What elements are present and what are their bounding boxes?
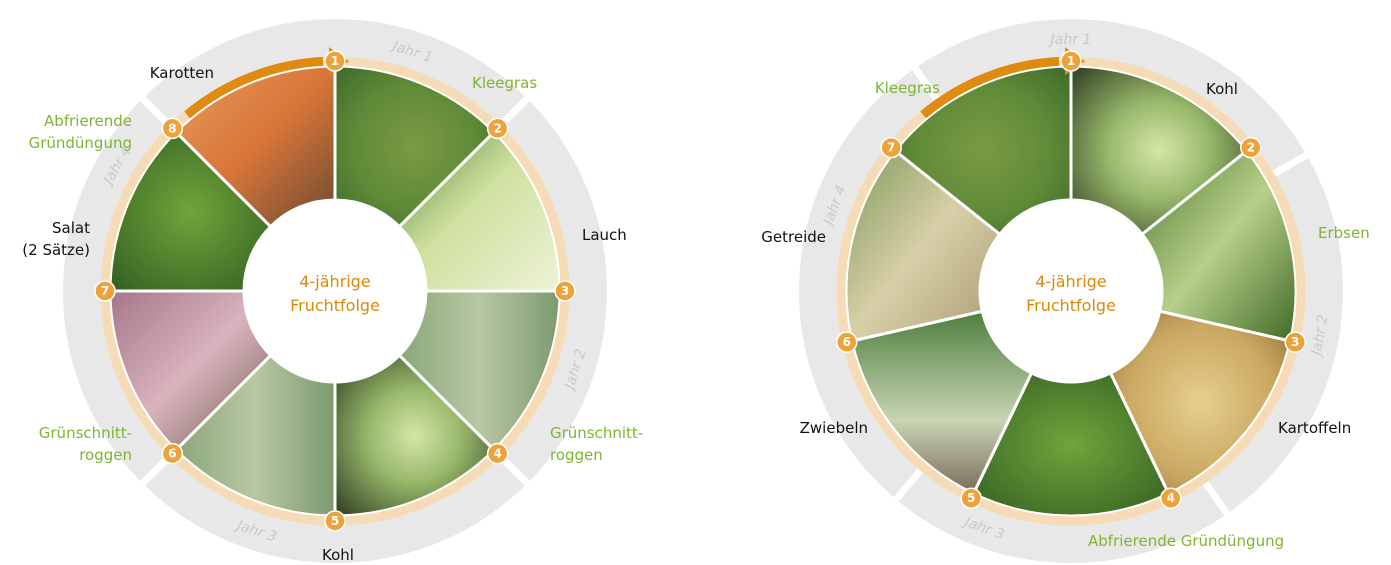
step-number: 7 [101,284,109,298]
crop-label: Zwiebeln [800,419,868,437]
crop-label: Kleegras [472,74,537,92]
step-number: 1 [331,54,339,68]
step-number: 3 [1291,335,1299,349]
center-title: 4-jährige [1035,272,1106,291]
year-label: Jahr 1 [1048,32,1092,48]
center-disk [246,202,424,380]
step-number: 2 [1247,141,1255,155]
crop-label: Kartoffeln [1278,419,1351,437]
center-title: Fruchtfolge [1026,296,1116,315]
step-number: 7 [887,141,895,155]
crop-label: Abfrierende [44,112,132,130]
crop-label: Getreide [761,228,826,246]
step-number: 4 [1167,491,1175,505]
center-title: Fruchtfolge [290,296,380,315]
step-number: 4 [493,447,501,461]
step-number: 2 [493,121,501,135]
crop-label: Kohl [1206,80,1238,98]
crop-label: Gründüngung [29,134,132,152]
crop-label: Grünschnitt- [550,424,643,442]
step-number: 1 [1067,54,1075,68]
crop-label: Abfrierende Gründüngung [1088,532,1284,550]
step-number: 3 [561,284,569,298]
step-number: 8 [168,121,176,135]
crop-label: (2 Sätze) [22,241,90,259]
crop-label: Salat [52,219,90,237]
crop-label: roggen [550,446,603,464]
crop-label: Grünschnitt- [39,424,132,442]
center-disk [982,202,1160,380]
step-number: 6 [843,335,851,349]
crop-label: Erbsen [1318,224,1370,242]
step-number: 6 [168,447,176,461]
step-number: 5 [967,491,975,505]
crop-label: Kleegras [875,79,940,97]
center-title: 4-jährige [299,272,370,291]
crop-label: Kohl [322,546,354,564]
crop-label: Karotten [150,64,214,82]
crop-label: roggen [79,446,132,464]
step-number: 5 [331,514,339,528]
crop-label: Lauch [582,226,627,244]
